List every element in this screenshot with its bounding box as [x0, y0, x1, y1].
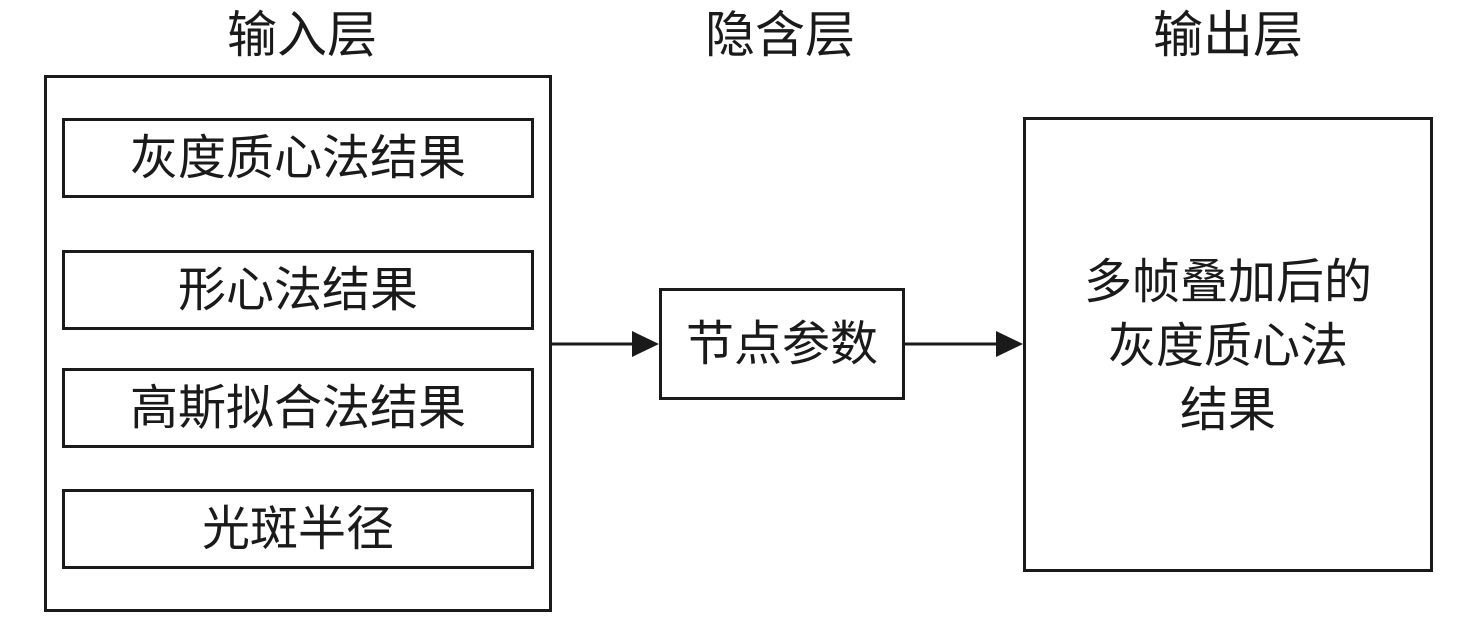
arrow-input-to-hidden	[552, 331, 659, 357]
input-item-spot-radius: 光斑半径	[62, 489, 534, 569]
output-box: 多帧叠加后的 灰度质心法 结果	[1023, 117, 1433, 572]
input-layer-title: 输入层	[227, 6, 377, 64]
output-text: 多帧叠加后的 灰度质心法 结果	[1026, 250, 1430, 442]
input-item-gaussian-fit: 高斯拟合法结果	[62, 368, 534, 448]
output-line-1: 多帧叠加后的	[1083, 254, 1372, 310]
hidden-node-box: 节点参数	[659, 288, 905, 400]
input-item-gray-centroid: 灰度质心法结果	[62, 118, 534, 198]
input-item-shape-centroid: 形心法结果	[62, 250, 534, 330]
output-line-2: 灰度质心法	[1107, 318, 1348, 374]
arrow-hidden-to-output	[905, 331, 1023, 357]
hidden-layer-title: 隐含层	[705, 6, 855, 64]
output-layer-title: 输出层	[1153, 6, 1303, 64]
output-line-3: 结果	[1179, 382, 1276, 438]
